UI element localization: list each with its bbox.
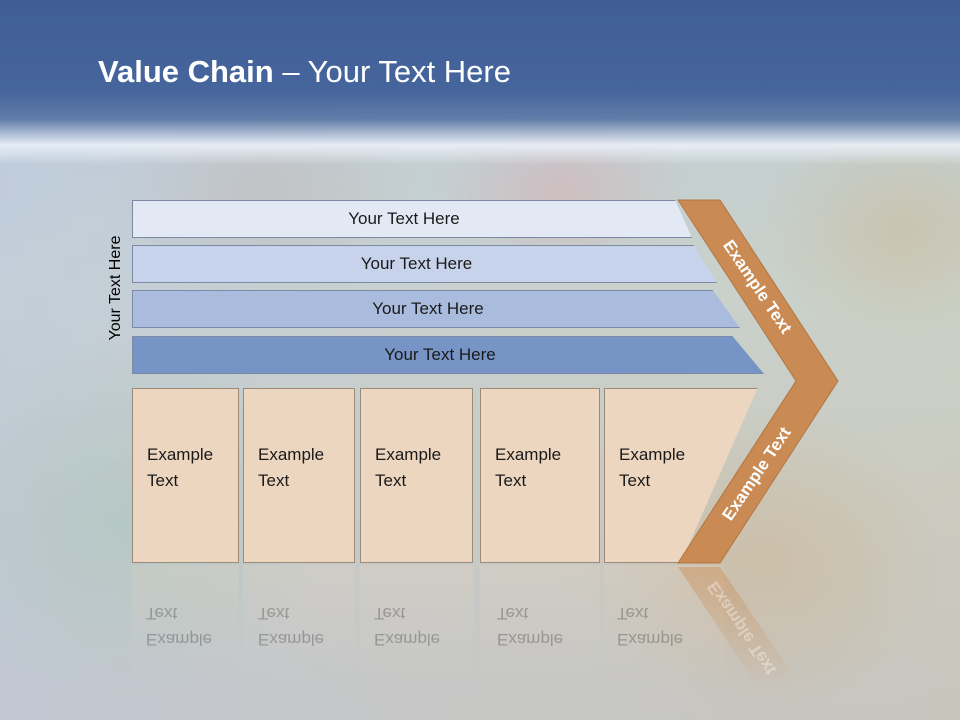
value-bar-3-label: Your Text Here (372, 299, 484, 318)
value-bar-4-label: Your Text Here (384, 345, 496, 364)
activity-box-2-line2: Text (258, 471, 290, 490)
activity-box-3-line2: Text (375, 471, 407, 490)
header-band (0, 0, 960, 165)
reflection-4 (480, 565, 600, 685)
value-bar-1-label: Your Text Here (348, 209, 460, 228)
activity-box-4-line1: Example (495, 445, 562, 464)
activity-box-3-line1: Example (375, 445, 442, 464)
reflection-3 (360, 565, 473, 685)
activity-box-2-line1: Example (258, 445, 325, 464)
activity-box-1-line2: Text (147, 471, 179, 490)
side-label: Your Text Here (107, 235, 124, 341)
value-bar-3: Your Text Here (132, 290, 740, 328)
reflection-1 (132, 565, 239, 685)
value-bar-2-label: Your Text Here (360, 254, 473, 273)
value-bar-4: Your Text Here (132, 336, 764, 374)
activity-box-4-line2: Text (495, 471, 527, 490)
activity-box-5-line1: Example (619, 445, 686, 464)
activity-box-5-line2: Text (619, 471, 651, 490)
reflection-2 (243, 565, 355, 685)
title-bold: Value Chain (98, 54, 274, 89)
slide-title: Value Chain – Your Text Here (98, 54, 511, 90)
activity-box-1-line1: Example (147, 445, 214, 464)
value-bar-2: Your Text Here (132, 245, 717, 283)
title-rest: – Your Text Here (273, 54, 511, 89)
value-bar-1: Your Text Here (132, 200, 692, 238)
